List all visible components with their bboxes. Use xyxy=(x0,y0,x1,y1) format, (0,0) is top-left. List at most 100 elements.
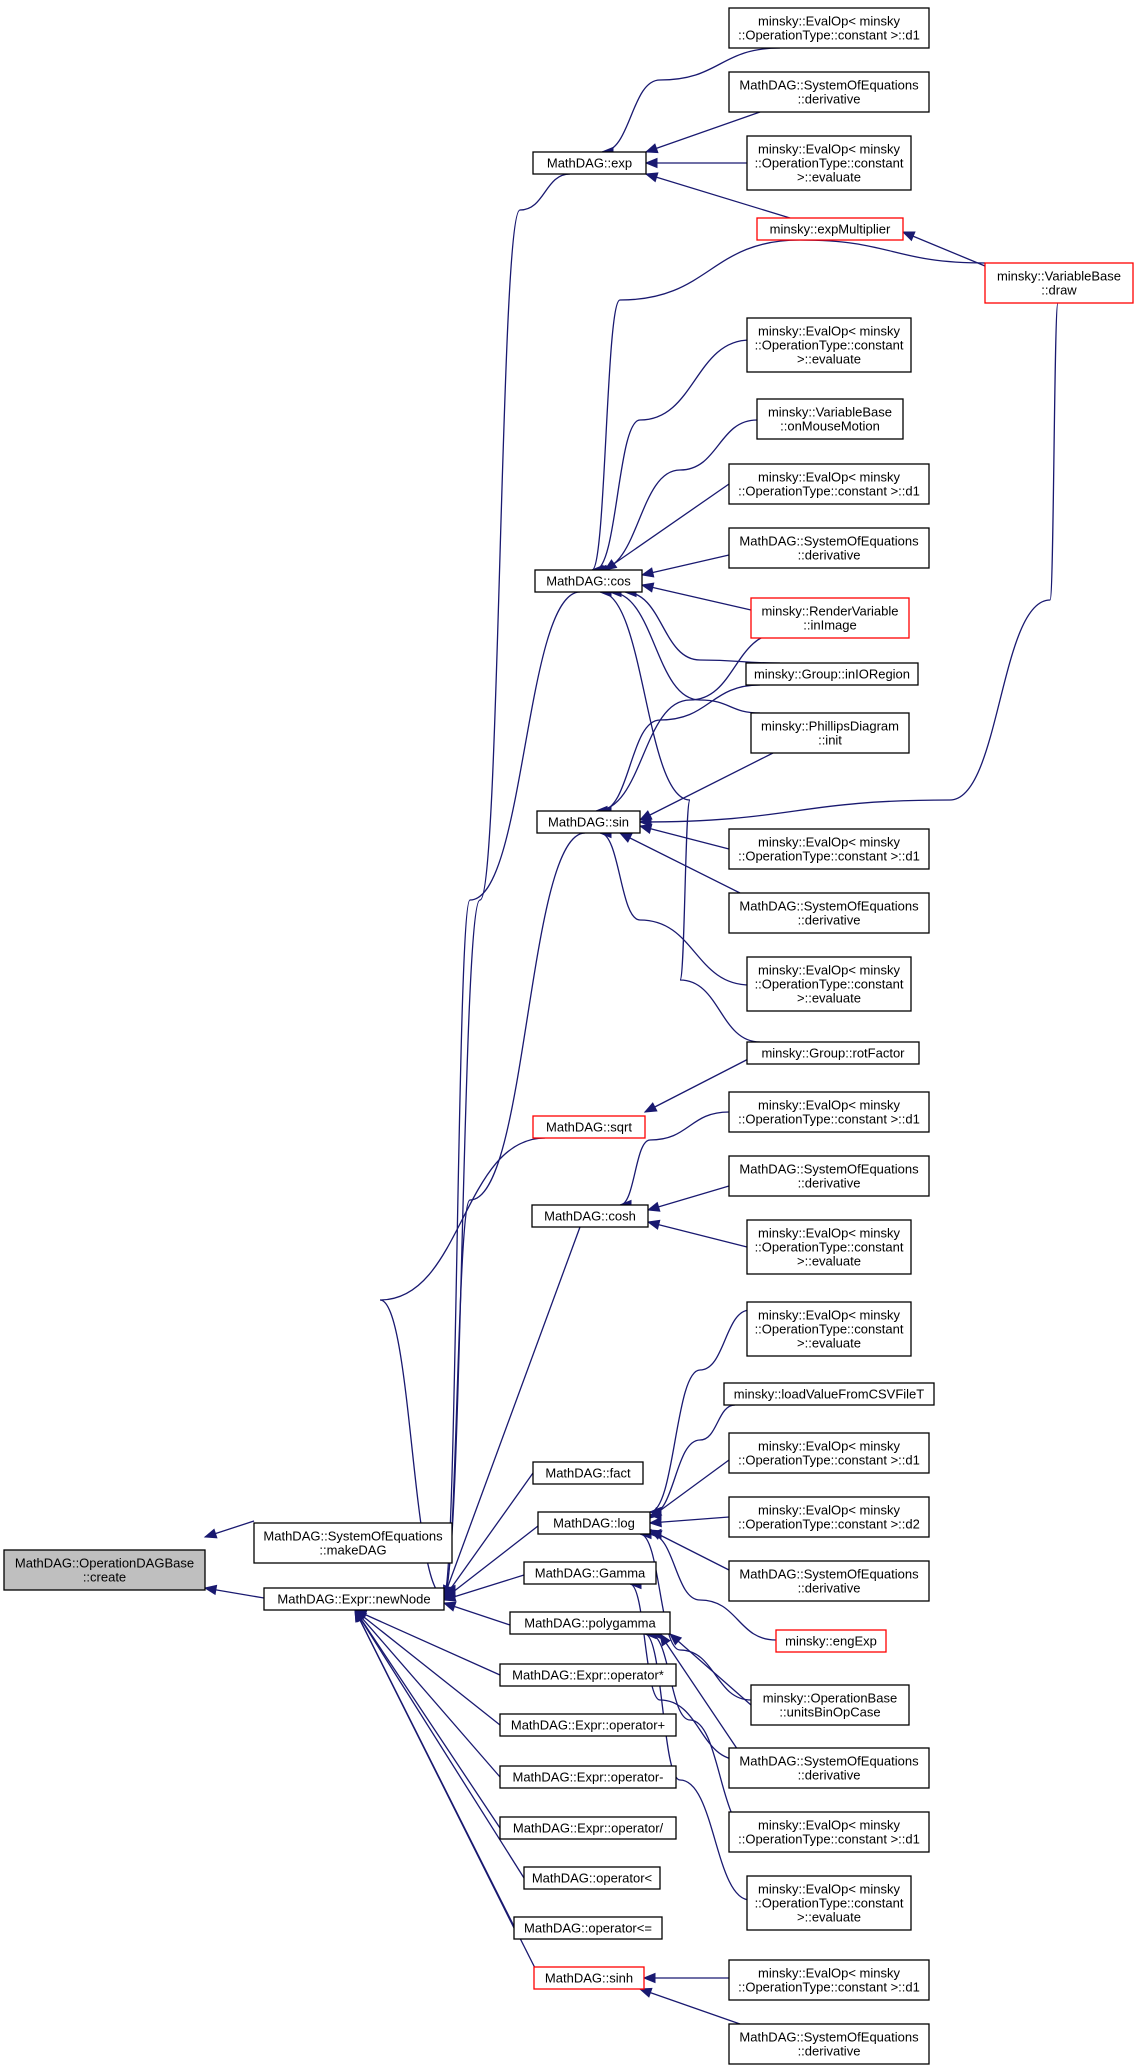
call-edge xyxy=(649,1309,751,1513)
call-edge xyxy=(354,1609,501,1829)
graph-node[interactable]: minsky::EvalOp< minsky::OperationType::c… xyxy=(746,1219,912,1275)
graph-node[interactable]: MathDAG::sqrt xyxy=(532,1115,646,1139)
graph-node[interactable]: minsky::VariableBase::onMouseMotion xyxy=(756,398,904,440)
graph-node[interactable]: minsky::RenderVariable::inImage xyxy=(750,597,910,639)
graph-node[interactable]: minsky::EvalOp< minsky::OperationType::c… xyxy=(728,1091,930,1133)
graph-node[interactable]: MathDAG::SystemOfEquations::derivative xyxy=(728,1560,930,1602)
node-label: minsky::EvalOp< minsky xyxy=(758,324,900,339)
call-edge xyxy=(639,825,730,850)
arrowhead-icon xyxy=(644,157,658,169)
node-label: MathDAG::exp xyxy=(547,156,632,171)
node-label: MathDAG::sqrt xyxy=(546,1120,632,1135)
call-edge xyxy=(599,832,751,986)
call-edge xyxy=(443,1226,581,1598)
graph-node[interactable]: minsky::EvalOp< minsky::OperationType::c… xyxy=(746,1875,912,1931)
graph-node[interactable]: MathDAG::Expr::operator- xyxy=(499,1765,677,1789)
node-box xyxy=(728,1747,930,1789)
graph-node[interactable]: MathDAG::Expr::operator* xyxy=(499,1663,677,1687)
graph-node[interactable]: minsky::expMultiplier xyxy=(756,217,904,241)
arrowhead-icon xyxy=(640,582,655,593)
node-label: MathDAG::SystemOfEquations xyxy=(739,78,919,93)
graph-node[interactable]: minsky::engExp xyxy=(775,1629,887,1653)
node-box xyxy=(750,712,910,754)
graph-edges xyxy=(203,47,1059,2025)
graph-node[interactable]: MathDAG::sin xyxy=(536,810,641,834)
node-box xyxy=(746,956,912,1012)
node-label: minsky::RenderVariable xyxy=(761,604,898,619)
graph-node[interactable]: MathDAG::Gamma xyxy=(523,1561,657,1585)
node-label: MathDAG::Expr::operator+ xyxy=(511,1718,665,1733)
call-edge xyxy=(639,1533,752,1701)
node-label: ::derivative xyxy=(798,92,861,107)
node-label: MathDAG::Expr::operator* xyxy=(512,1668,664,1683)
node-label: minsky::EvalOp< minsky xyxy=(758,142,900,157)
graph-node[interactable]: minsky::EvalOp< minsky::OperationType::c… xyxy=(728,1432,930,1474)
graph-node[interactable]: MathDAG::sinh xyxy=(533,1966,645,1990)
graph-node[interactable]: minsky::EvalOp< minsky::OperationType::c… xyxy=(728,463,930,505)
graph-node[interactable]: minsky::loadValueFromCSVFileT xyxy=(723,1382,935,1406)
graph-node[interactable]: minsky::Group::inIORegion xyxy=(745,662,919,686)
call-edge xyxy=(354,1609,541,1979)
call-edge xyxy=(647,1221,748,1248)
graph-node[interactable]: MathDAG::polygamma xyxy=(509,1611,671,1635)
graph-node[interactable]: minsky::EvalOp< minsky::OperationType::c… xyxy=(746,317,912,373)
node-box xyxy=(728,527,930,569)
graph-node[interactable]: MathDAG::SystemOfEquations::derivative xyxy=(728,892,930,934)
node-box xyxy=(728,1560,930,1602)
arrowhead-icon xyxy=(442,1591,457,1602)
graph-node[interactable]: minsky::EvalOp< minsky::OperationType::c… xyxy=(728,828,930,870)
arrowhead-icon xyxy=(646,1201,661,1212)
graph-node[interactable]: minsky::Group::rotFactor xyxy=(746,1041,920,1065)
arrowhead-icon xyxy=(644,143,659,154)
graph-node[interactable]: minsky::VariableBase::draw xyxy=(984,262,1134,304)
call-edge xyxy=(639,752,774,821)
call-edge xyxy=(659,1633,751,1769)
call-edge xyxy=(599,591,761,1043)
graph-node[interactable]: MathDAG::operator< xyxy=(523,1866,661,1890)
graph-node[interactable]: MathDAG::log xyxy=(537,1511,651,1535)
node-box xyxy=(750,1684,910,1726)
arrowhead-icon xyxy=(643,1102,658,1113)
call-edge xyxy=(443,1602,511,1626)
call-edge xyxy=(641,554,730,576)
graph-node[interactable]: MathDAG::cosh xyxy=(531,1204,649,1228)
node-label: MathDAG::sin xyxy=(548,815,629,830)
graph-node[interactable]: MathDAG::fact xyxy=(532,1461,644,1485)
node-label: MathDAG::Expr::operator- xyxy=(513,1770,664,1785)
graph-node[interactable]: MathDAG::SystemOfEquations::derivative xyxy=(728,2023,930,2065)
graph-node[interactable]: minsky::EvalOp< minsky::OperationType::c… xyxy=(728,1496,930,1538)
graph-node[interactable]: minsky::PhillipsDiagram::init xyxy=(750,712,910,754)
call-edge xyxy=(354,1609,501,1676)
root-node[interactable]: MathDAG::OperationDAGBase::create xyxy=(3,1549,206,1591)
call-edge xyxy=(669,1633,752,1706)
graph-node[interactable]: MathDAG::SystemOfEquations::derivative xyxy=(728,1747,930,1789)
node-box xyxy=(746,135,912,191)
call-edge xyxy=(354,1609,501,1778)
graph-node[interactable]: MathDAG::SystemOfEquations::derivative xyxy=(728,71,930,113)
arrowhead-icon xyxy=(203,1584,218,1596)
graph-node[interactable]: MathDAG::Expr::operator+ xyxy=(499,1713,677,1737)
node-label: minsky::EvalOp< minsky xyxy=(758,835,900,850)
node-label: ::OperationType::constant xyxy=(755,1322,904,1337)
graph-node[interactable]: MathDAG::operator<= xyxy=(513,1916,663,1940)
graph-node[interactable]: MathDAG::Expr::operator/ xyxy=(499,1816,677,1840)
node-box xyxy=(750,597,910,639)
node-label: MathDAG::SystemOfEquations xyxy=(739,1754,919,1769)
graph-node[interactable]: minsky::EvalOp< minsky::OperationType::c… xyxy=(746,956,912,1012)
graph-node[interactable]: MathDAG::SystemOfEquations::makeDAG xyxy=(253,1522,453,1564)
node-label: >::evaluate xyxy=(797,991,861,1006)
graph-node[interactable]: MathDAG::SystemOfEquations::derivative xyxy=(728,1155,930,1197)
graph-node[interactable]: MathDAG::SystemOfEquations::derivative xyxy=(728,527,930,569)
graph-node[interactable]: MathDAG::cos xyxy=(534,569,643,593)
graph-node[interactable]: minsky::EvalOp< minsky::OperationType::c… xyxy=(728,1959,930,2001)
graph-node[interactable]: minsky::EvalOp< minsky::OperationType::c… xyxy=(746,135,912,191)
node-box xyxy=(746,317,912,373)
node-box xyxy=(775,1629,887,1653)
graph-node[interactable]: MathDAG::Expr::newNode xyxy=(263,1587,445,1611)
graph-node[interactable]: minsky::EvalOp< minsky::OperationType::c… xyxy=(728,1811,930,1853)
node-label: minsky::EvalOp< minsky xyxy=(758,1882,900,1897)
graph-node[interactable]: minsky::OperationBase::unitsBinOpCase xyxy=(750,1684,910,1726)
graph-node[interactable]: minsky::EvalOp< minsky::OperationType::c… xyxy=(728,7,930,49)
graph-node[interactable]: MathDAG::exp xyxy=(532,151,647,175)
graph-node[interactable]: minsky::EvalOp< minsky::OperationType::c… xyxy=(746,1301,912,1357)
